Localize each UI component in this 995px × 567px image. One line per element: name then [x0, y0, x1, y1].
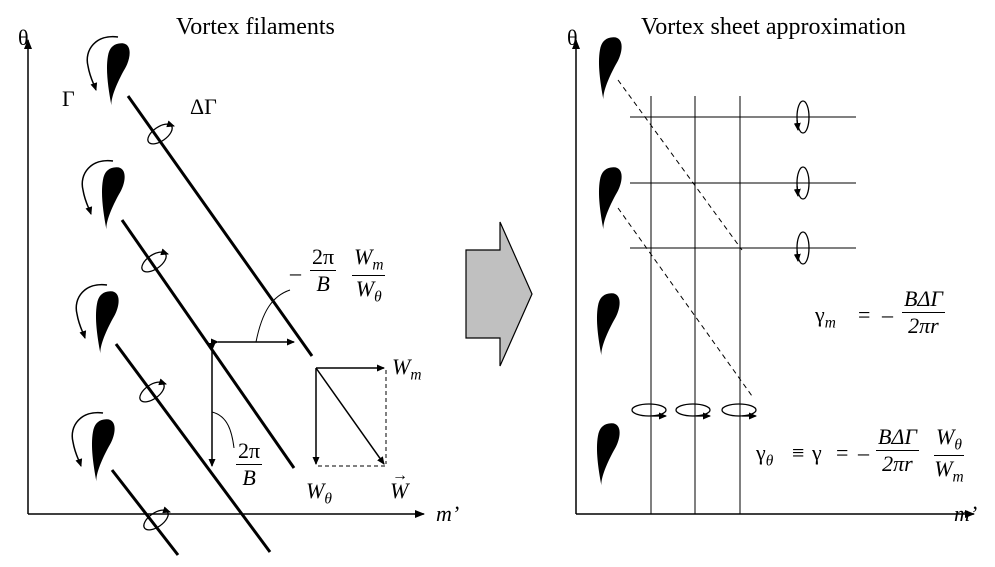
circulation-arrow-4: [71, 411, 104, 467]
dashed-filament-1: [617, 79, 743, 251]
blade-1: [99, 41, 132, 108]
sheet-loop-theta-1: [631, 403, 667, 420]
gamma-theta-lhs: γθ: [756, 440, 774, 470]
gamma-theta-fraction: BΔΓ 2πr: [876, 426, 919, 475]
filament-loop-2: [141, 248, 169, 273]
spacing-w-den: W: [355, 275, 375, 301]
gamma-theta-sign: –: [858, 440, 869, 465]
spacing-sign: –: [290, 260, 301, 285]
gamma-theta-den: 2πr: [882, 451, 913, 476]
gamma-m-sign: –: [882, 302, 893, 327]
gamma-theta-eq: =: [836, 440, 849, 465]
spacing-w-fraction: Wm Wθ: [352, 244, 386, 306]
filament-loop-4: [143, 506, 171, 531]
gamma-theta-equiv: ≡: [792, 440, 805, 465]
filament-1: [126, 95, 314, 357]
pitch-leader: [211, 411, 235, 449]
sheet-loop-theta-2: [675, 403, 711, 420]
pitch-fraction: 2π B: [236, 438, 263, 490]
spacing-fraction-num: 2π: [310, 244, 337, 271]
w-vector: [315, 367, 385, 465]
w-label: → W: [390, 467, 409, 503]
gamma-theta-num: BΔΓ: [876, 424, 919, 451]
spacing-leader: [255, 289, 291, 343]
filament-2: [120, 219, 296, 469]
spacing-w-den-sub: θ: [374, 288, 382, 306]
blade-4: [84, 417, 117, 484]
w-arrow-accent: →: [392, 467, 408, 484]
sheet-loop-m-1: [793, 100, 810, 134]
sheet-loop-m-3: [793, 231, 810, 265]
gamma-theta-w-fraction: Wθ Wm: [934, 424, 964, 486]
pitch-fraction-den: B: [242, 465, 256, 490]
gamma-label: Γ: [62, 86, 75, 111]
gamma-m-eq: =: [858, 302, 871, 327]
left-theta-label: θ: [18, 25, 29, 50]
gamma-theta-mid: γ: [812, 440, 822, 465]
left-panel: [24, 35, 425, 556]
circulation-arrow-3: [75, 283, 108, 339]
wm-label: Wm: [392, 354, 422, 384]
transition-arrow: [465, 221, 533, 367]
gamma-m-fraction: BΔΓ 2πr: [902, 288, 945, 337]
spacing-fraction: 2π B: [310, 244, 337, 296]
sheet-blade-1: [591, 35, 624, 102]
delta-gamma-label: ΔΓ: [190, 94, 217, 119]
gamma-m-lhs: γm: [815, 302, 836, 332]
dashed-filament-2: [617, 207, 753, 397]
left-panel-title: Vortex filaments: [176, 14, 335, 40]
spacing-w-num-sub: m: [372, 256, 384, 274]
circulation-arrow-1: [86, 35, 119, 91]
filament-3: [114, 343, 272, 553]
filament-loop-1: [147, 120, 175, 145]
gamma-m-num: BΔΓ: [902, 286, 945, 313]
gamma-m-den: 2πr: [908, 313, 939, 338]
sheet-blade-4: [589, 421, 622, 488]
right-m-label: m’: [954, 501, 978, 526]
right-panel: [572, 35, 975, 518]
left-m-label: m’: [436, 501, 460, 526]
circulation-arrow-2: [81, 159, 114, 215]
right-panel-title: Vortex sheet approximation: [641, 14, 906, 40]
filament-4: [110, 469, 180, 556]
sheet-loop-theta-3: [721, 403, 757, 420]
filament-loop-3: [139, 378, 167, 403]
right-theta-label: θ: [567, 25, 578, 50]
sheet-blade-2: [591, 165, 624, 232]
spacing-fraction-den: B: [316, 271, 330, 296]
sheet-blade-3: [589, 291, 622, 358]
pitch-fraction-num: 2π: [236, 438, 263, 465]
spacing-w-num: W: [354, 244, 373, 269]
wtheta-label: Wθ: [306, 478, 332, 508]
sheet-loop-m-2: [793, 166, 810, 200]
